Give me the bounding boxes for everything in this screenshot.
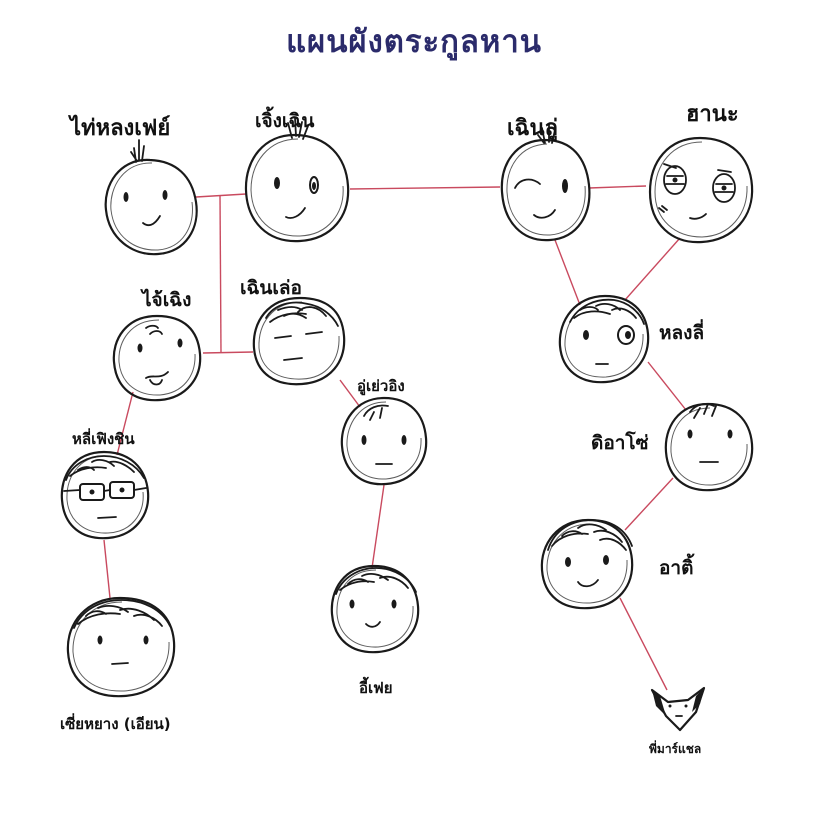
- link-children-bar: [202, 351, 254, 354]
- face-shi-yang: [66, 596, 176, 698]
- label-phi-marshal: พี่มาร์แชล: [649, 742, 702, 756]
- label-jai-ching: ไจ้เฉิง: [142, 289, 192, 311]
- link-chenlu-longli: [554, 239, 581, 306]
- label-a-ti: อาติ้: [659, 557, 694, 579]
- label-li-feng-chin: หลี่เฟิงชิน: [72, 430, 135, 448]
- face-li-feng-chin: [60, 450, 150, 540]
- label-tai-long-fei: ไท่หลงเฟย์: [70, 116, 171, 141]
- link-jing-chenlu: [349, 186, 501, 190]
- label-i-fei: อี้เฟย: [359, 679, 393, 697]
- face-long-li: [558, 294, 650, 384]
- link-hana-longli: [624, 237, 681, 301]
- label-chen-lao: เฉินเล่อ: [240, 277, 302, 299]
- face-di-ao-so: [664, 402, 754, 492]
- chart-title: แผนผังตระกูลหาน: [286, 24, 542, 60]
- label-u-yao-ing: อู่เย่วอิง: [357, 377, 405, 395]
- face-i-fei: [330, 564, 420, 654]
- link-chenlao-uyaoing: [339, 379, 361, 408]
- label-long-li: หลงลี่: [659, 322, 705, 344]
- label-hana: ฮานะ: [686, 102, 739, 127]
- link-tai-jing-down: [219, 194, 222, 354]
- link-lifengchin-shiyang: [103, 539, 111, 599]
- link-ati-marshal: [619, 597, 668, 691]
- face-jai-ching: [112, 314, 202, 402]
- link-diaoso-ati: [624, 477, 674, 531]
- link-uyaoing-ifei: [371, 484, 385, 569]
- label-di-ao-so: ดิอาโซ่: [591, 432, 649, 454]
- link-chenlu-hana: [588, 185, 647, 189]
- face-hana: [648, 136, 754, 244]
- link-jai-lifengchin: [116, 391, 134, 456]
- face-chen-lu: [500, 123, 591, 242]
- face-a-ti: [540, 518, 634, 610]
- face-chen-lao: [252, 296, 346, 386]
- label-shi-yang: เซี่ยหยาง (เอียน): [60, 715, 171, 733]
- label-jing-chen: เจิ้งเฉิน: [255, 110, 315, 132]
- face-phi-marshal: [650, 686, 706, 732]
- link-tai-jing: [195, 193, 247, 198]
- face-u-yao-ing: [340, 396, 428, 486]
- link-longli-diaoso: [647, 361, 687, 411]
- label-chen-lu: เฉินลู่: [507, 116, 559, 141]
- face-jing-chen: [244, 117, 350, 243]
- relationship-lines: [103, 185, 687, 691]
- face-tai-long-fei: [104, 139, 198, 256]
